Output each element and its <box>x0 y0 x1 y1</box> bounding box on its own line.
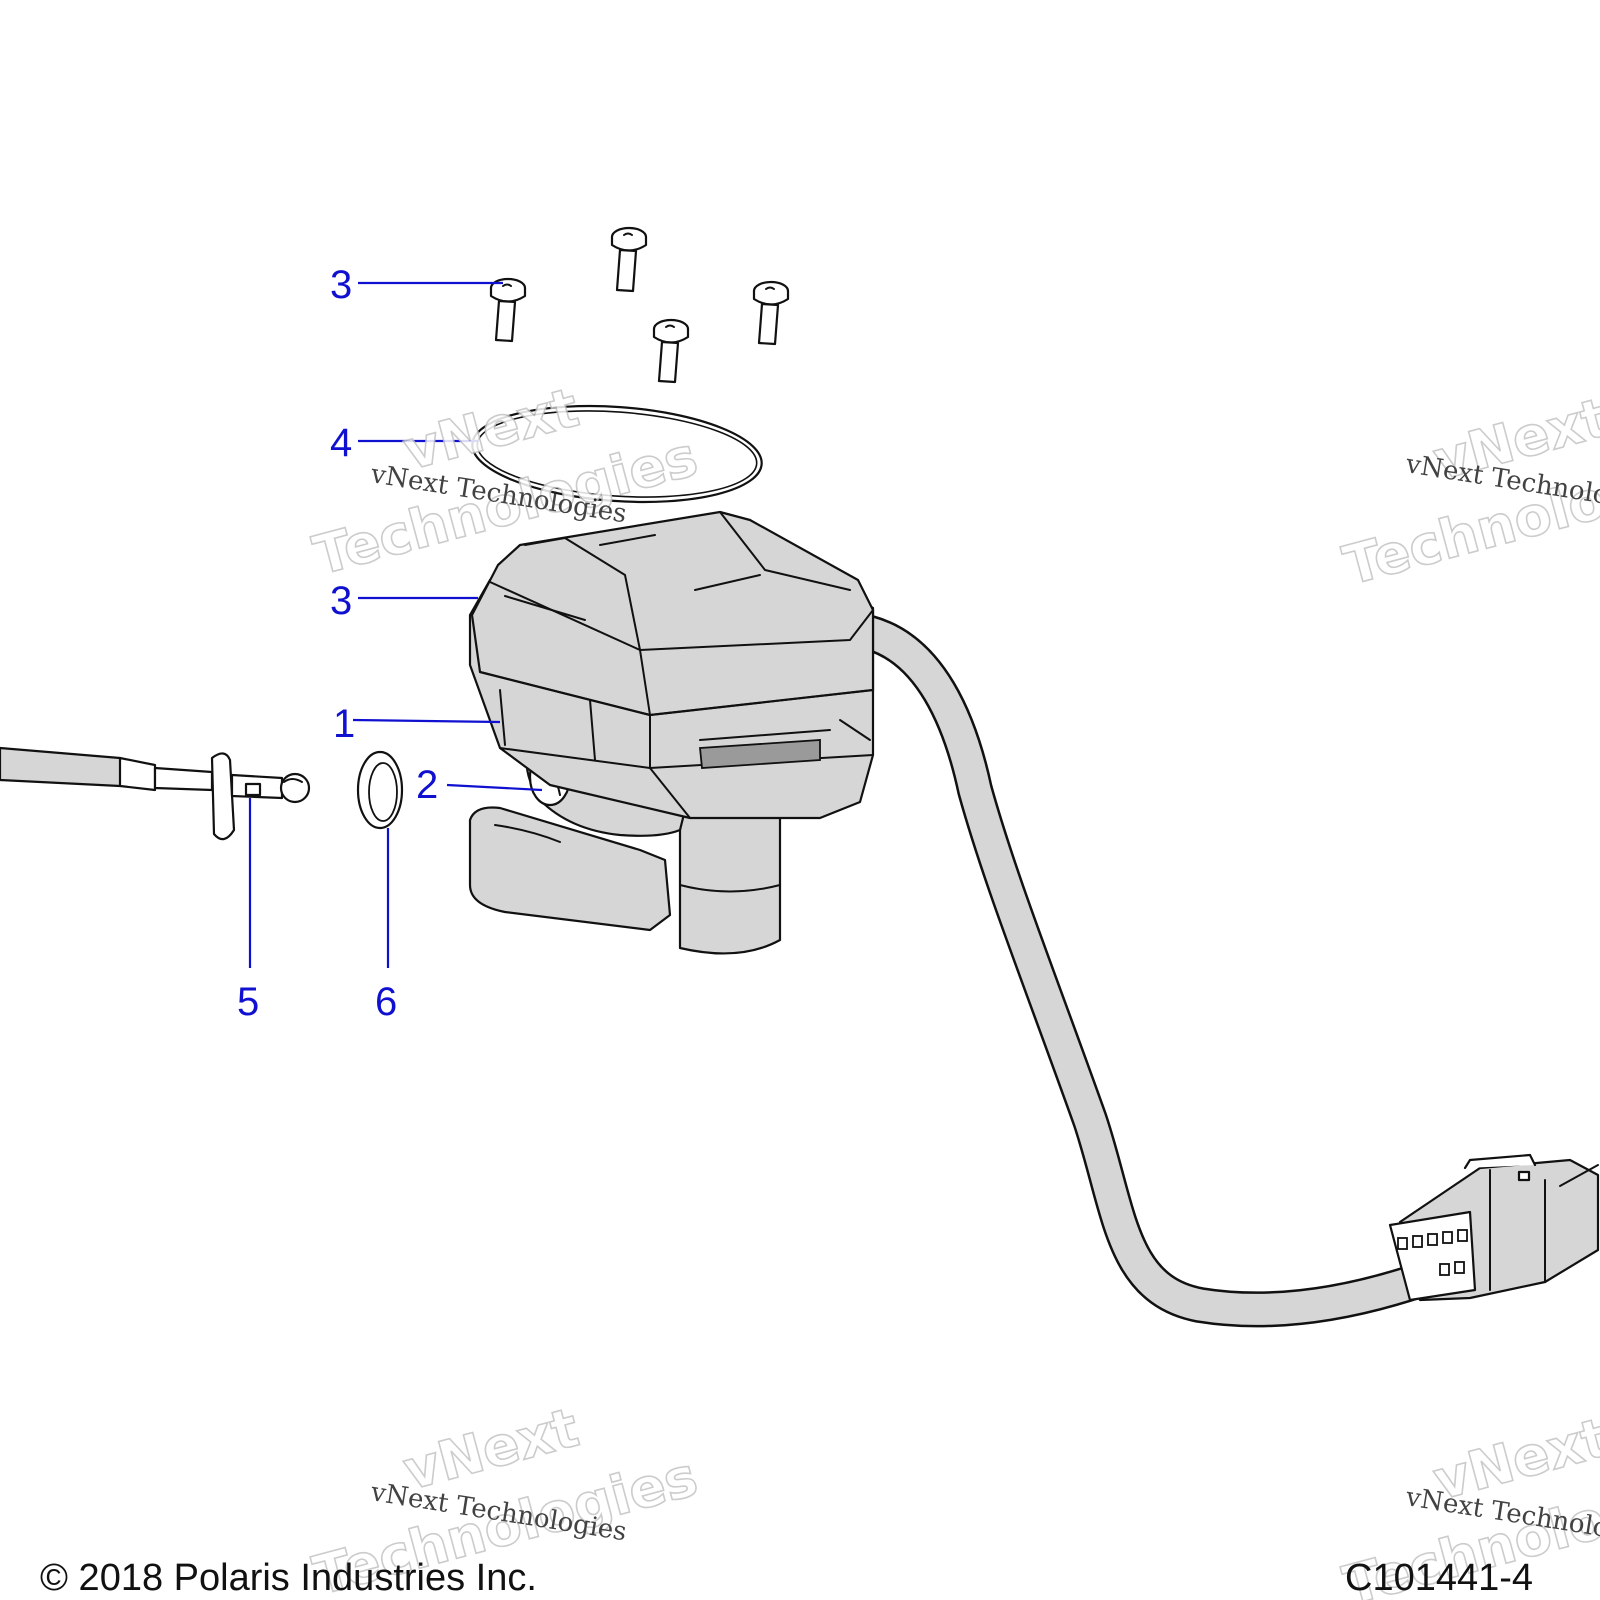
callout-5-cable: 5 <box>237 980 259 1024</box>
throttle-housing <box>468 510 875 820</box>
figure-number: C101441-4 <box>1345 1557 1533 1599</box>
screw-top-center <box>610 226 648 293</box>
callout-4-gasket: 4 <box>330 421 352 465</box>
wiring-harness-cable <box>852 615 1438 1328</box>
electrical-connector <box>1388 1153 1600 1302</box>
gasket-ring <box>471 404 763 504</box>
callout-2-boss: 2 <box>416 763 438 807</box>
throttle-lever <box>468 806 672 932</box>
throttle-cable <box>0 746 311 841</box>
leader-2 <box>446 783 543 792</box>
copyright-notice: © 2018 Polaris Industries Inc. <box>40 1557 537 1599</box>
watermark-top-right: vNext Technologies vNext Technologies <box>1336 385 1600 598</box>
screw-middle <box>652 318 690 384</box>
callout-1-housing: 1 <box>333 702 355 746</box>
callout-6-seal: 6 <box>375 980 397 1024</box>
screw-top-right <box>752 280 790 346</box>
leader-1 <box>352 718 501 724</box>
screw-top-left <box>489 277 527 343</box>
callout-3-housing-cover: 3 <box>330 579 352 623</box>
seal-ring <box>356 750 404 830</box>
callout-3-screws: 3 <box>330 263 352 307</box>
